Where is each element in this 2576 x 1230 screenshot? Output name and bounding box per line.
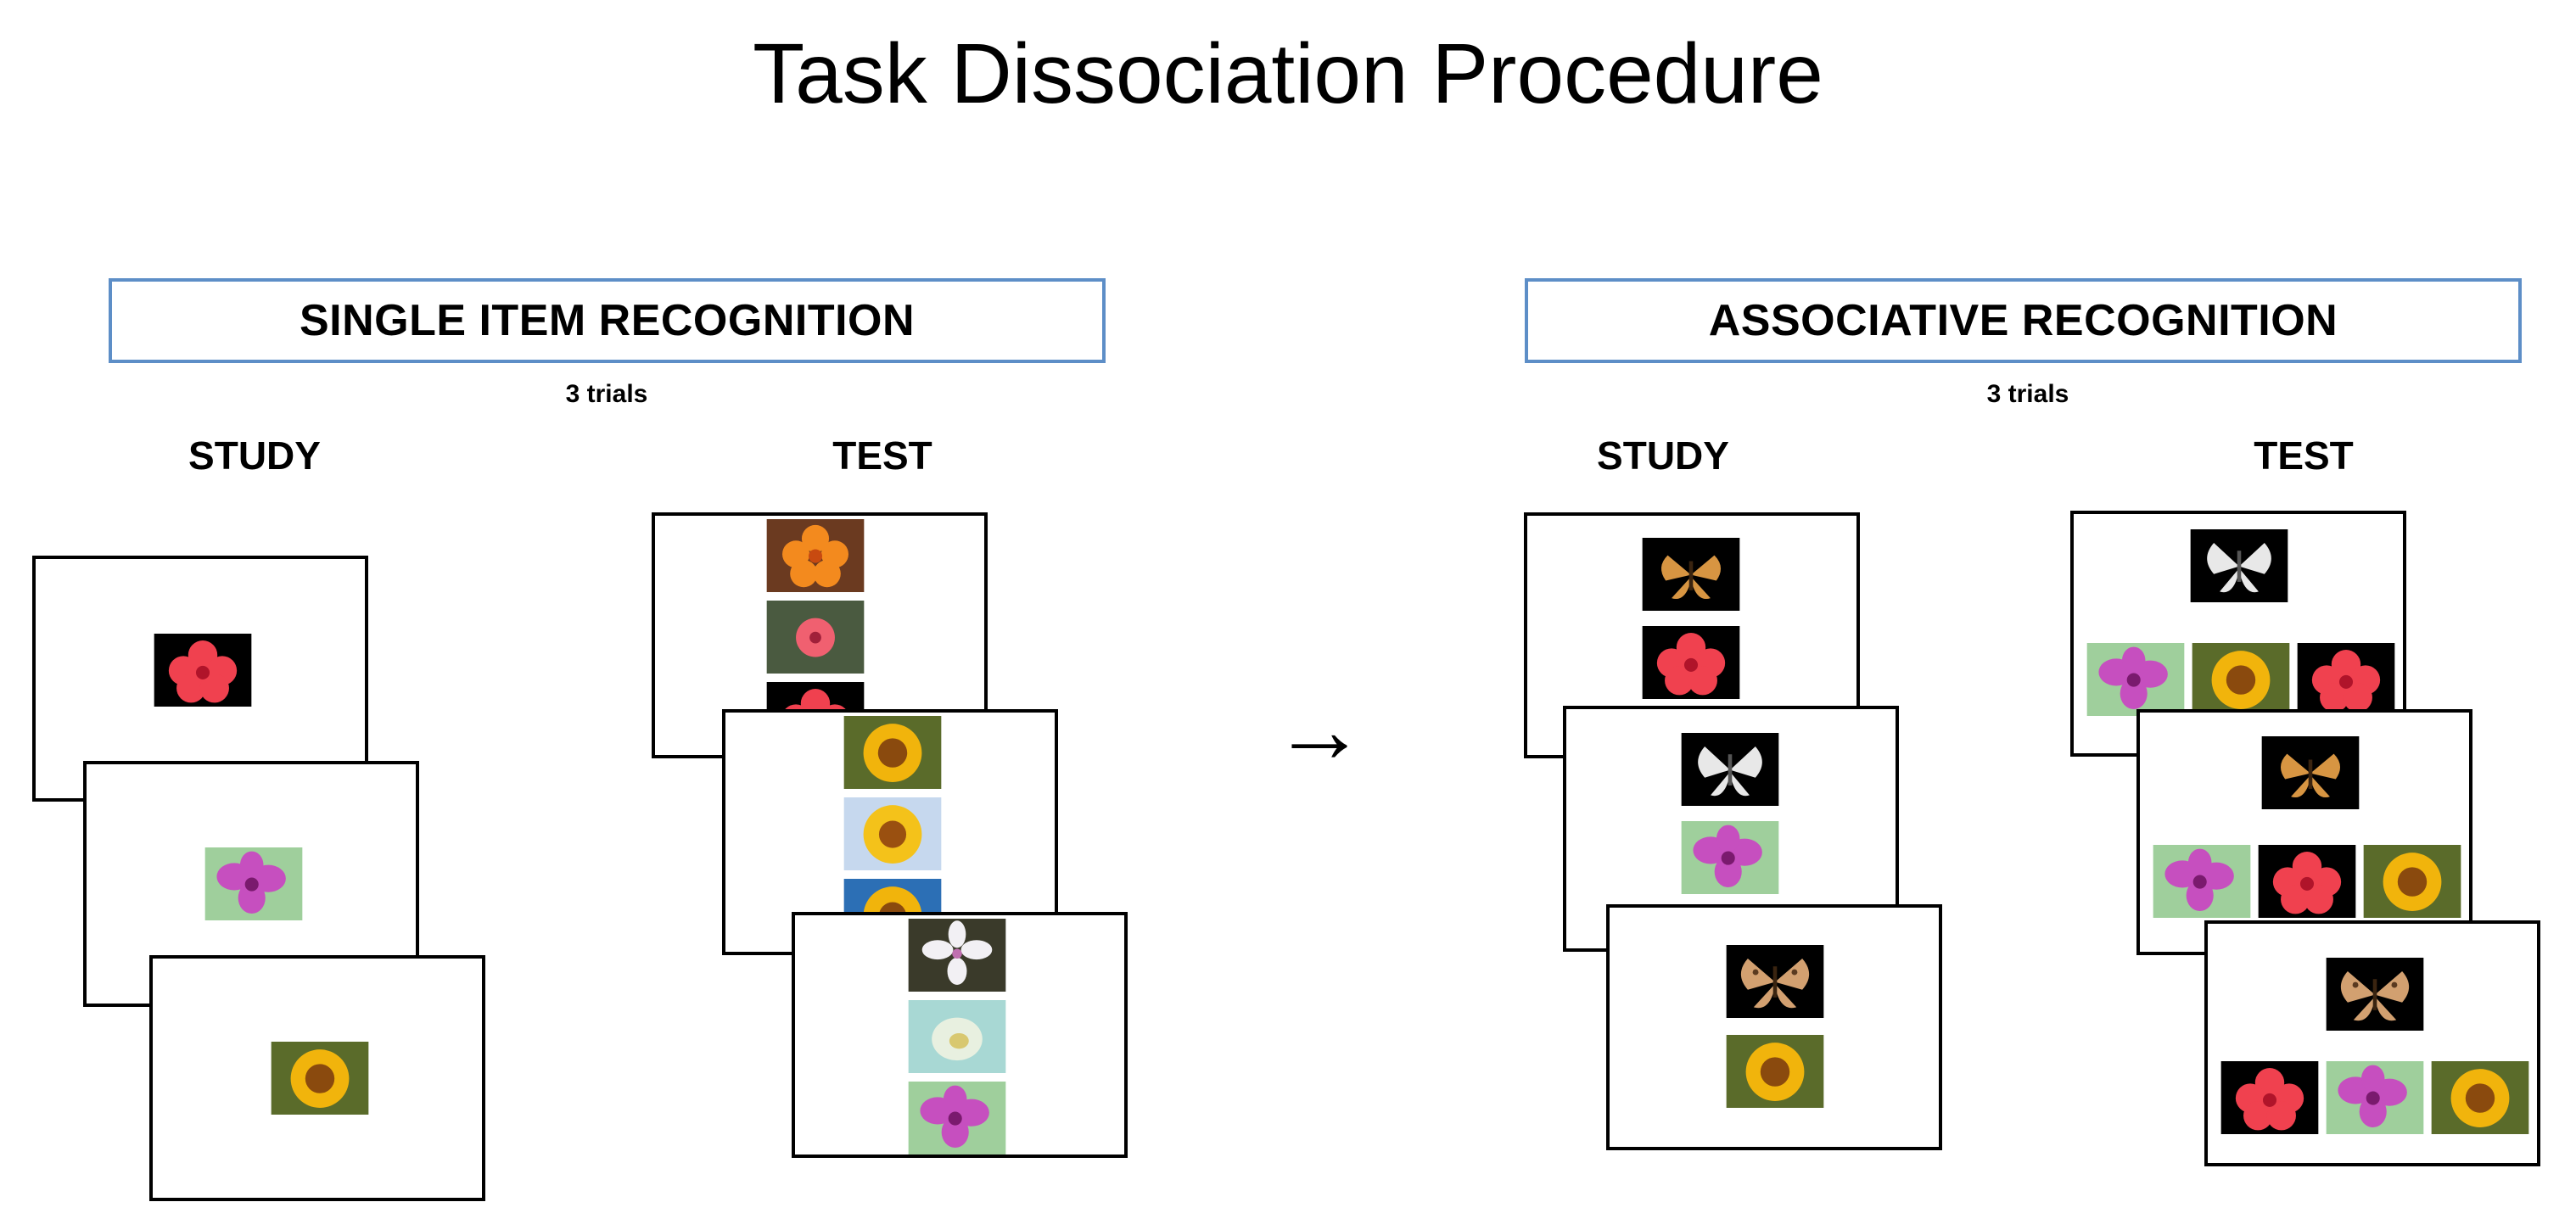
white-butterfly-image (1680, 733, 1780, 806)
single-test-label: TEST (832, 433, 932, 478)
single-heading-text: SINGLE ITEM RECOGNITION (299, 296, 916, 345)
associative-study-card-3 (1606, 904, 1942, 1150)
single-study-card-1 (32, 556, 368, 802)
red-flower-image (2220, 1061, 2320, 1134)
single-study-card-3 (149, 955, 485, 1201)
single-study-label: STUDY (188, 433, 321, 478)
single-test-card-3 (792, 912, 1128, 1158)
associative-study-label: STUDY (1597, 433, 1729, 478)
sunflower-image (843, 716, 943, 789)
brown-butterfly-image (1725, 945, 1825, 1018)
single-trials-label: 3 trials (565, 380, 648, 408)
red-flower-image (153, 634, 253, 707)
orchid-image (2086, 643, 2186, 716)
associative-heading-text: ASSOCIATIVE RECOGNITION (1708, 296, 2338, 345)
red-flower-image (2296, 643, 2396, 716)
orchid-image (1680, 821, 1780, 894)
sunflower-image (270, 1042, 370, 1115)
sunflower-image (1725, 1035, 1825, 1108)
arrow-right-icon: → (1273, 678, 1366, 782)
orchid-image (204, 847, 304, 920)
associative-test-card-3 (2204, 920, 2540, 1166)
orange-butterfly-image (2260, 736, 2360, 809)
associative-test-card-2 (2136, 709, 2472, 955)
white-flower-image (907, 1000, 1007, 1073)
red-flower-image (1641, 626, 1741, 699)
pink-flower-image (765, 601, 865, 674)
orange-flower-image (765, 519, 865, 592)
associative-recognition-heading: ASSOCIATIVE RECOGNITION (1525, 278, 2522, 363)
orchid-image (907, 1082, 1007, 1155)
associative-test-label: TEST (2254, 433, 2354, 478)
figure-title: Task Dissociation Procedure (753, 26, 1823, 121)
orchid-image (2152, 845, 2252, 918)
orange-butterfly-image (1641, 538, 1741, 611)
orchid-image (2325, 1061, 2425, 1134)
brown-butterfly-image (2325, 958, 2425, 1031)
white-butterfly-image (2189, 529, 2289, 602)
sunflower-image (2362, 845, 2462, 918)
red-flower-image (2257, 845, 2357, 918)
sunflower-image (2191, 643, 2291, 716)
associative-trials-label: 3 trials (1986, 380, 2069, 408)
white-orchid-image (907, 919, 1007, 992)
sunflower-image (843, 797, 943, 870)
sunflower-image (2430, 1061, 2530, 1134)
single-item-recognition-heading: SINGLE ITEM RECOGNITION (109, 278, 1106, 363)
